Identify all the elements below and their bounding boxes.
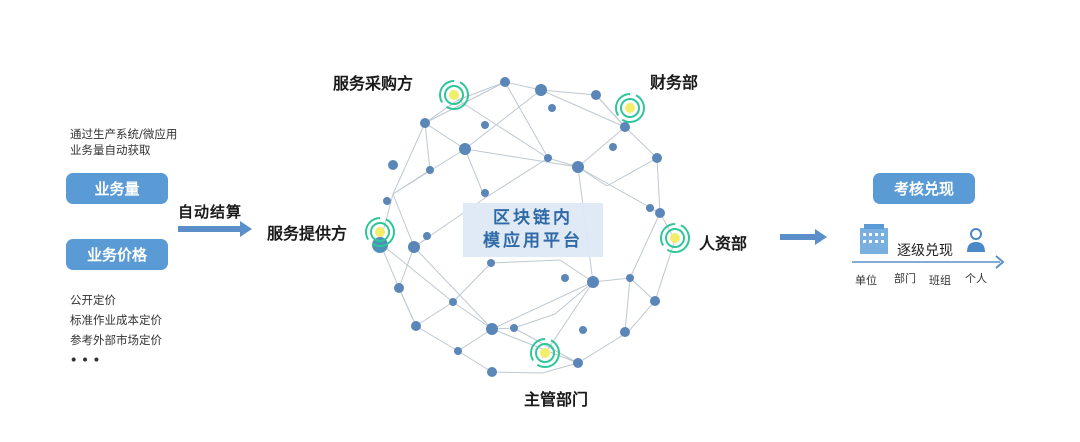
pricing-methods-list: 公开定价 标准作业成本定价 参考外部市场定价 • • • [70, 290, 162, 370]
level-individual: 个人 [965, 272, 987, 285]
label-provider: 服务提供方 [267, 224, 348, 243]
label-purchaser: 服务采购方 [333, 74, 414, 93]
pricing-method: 参考外部市场定价 [70, 333, 162, 347]
arrows [178, 221, 827, 245]
label-supervisor: 主管部门 [524, 390, 589, 409]
location-beacon-icons [365, 80, 690, 368]
assessment-box: 考核兑现 [873, 173, 975, 204]
label-finance: 财务部 [650, 73, 699, 92]
building-icon [860, 224, 888, 254]
person-icon [967, 228, 985, 252]
progression-label: 逐级兑现 [897, 243, 953, 259]
business-volume-box: 业务量 [66, 173, 168, 204]
pricing-method: 公开定价 [70, 293, 116, 307]
level-department: 部门 [894, 272, 916, 285]
level-unit: 单位 [855, 274, 877, 287]
ellipsis: • • • [70, 353, 101, 367]
blockchain-platform-box: 区块链内 模应用平台 [463, 203, 603, 257]
label-hr: 人资部 [699, 234, 748, 253]
business-price-box: 业务价格 [66, 239, 168, 270]
auto-settlement-label: 自动结算 [178, 203, 243, 221]
level-team: 班组 [929, 274, 951, 287]
center-line: 区块链内 [493, 208, 573, 228]
center-line: 模应用平台 [483, 231, 583, 251]
note-line: 通过生产系统/微应用 [70, 127, 178, 141]
pricing-method: 标准作业成本定价 [70, 313, 162, 327]
note-line: 业务量自动获取 [70, 143, 151, 157]
auto-fetch-note: 通过生产系统/微应用 业务量自动获取 [70, 126, 177, 158]
